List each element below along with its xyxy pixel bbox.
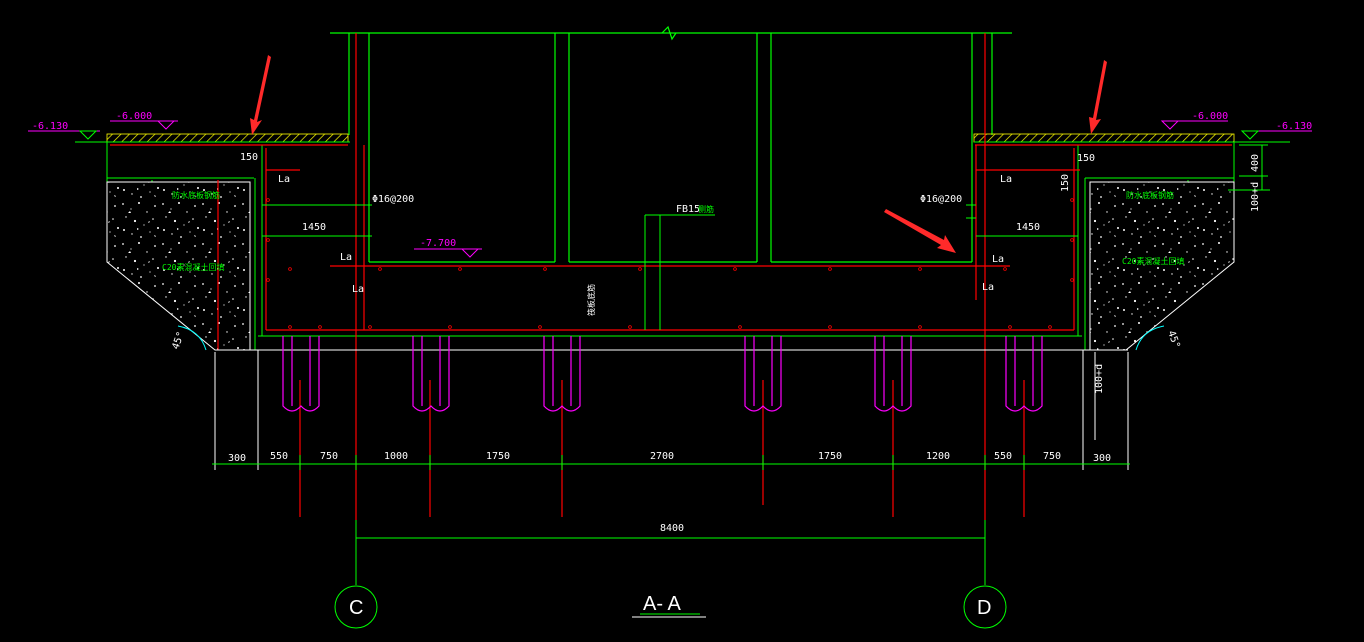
- slab-bottom: [214, 349, 1129, 470]
- la-label-1: La: [278, 174, 290, 185]
- elev-right-inner: -6.000: [1192, 111, 1228, 122]
- beam-suffix: 侧筋: [698, 204, 714, 214]
- red-arrows: [250, 55, 1107, 253]
- elev-bottom: -7.700: [420, 238, 456, 249]
- dim-150-left: 150: [240, 152, 258, 163]
- axis-bubble-c: C: [349, 597, 363, 619]
- rebar-left: Φ16@200: [372, 194, 414, 205]
- dim-150-vert: 150: [1060, 174, 1071, 192]
- dim-400-vert: 400: [1250, 154, 1261, 172]
- slab-note: 筏板底筋: [586, 284, 596, 316]
- beam-label: FB15: [676, 204, 700, 215]
- dim-bottom-3: 1000: [384, 451, 408, 462]
- dim-bottom-0: 300: [228, 453, 246, 464]
- dim-chain: [212, 455, 1130, 470]
- dim-bottom-5: 2700: [650, 451, 674, 462]
- la-label-5: La: [992, 254, 1004, 265]
- dim-100d-top: 100+d: [1250, 182, 1261, 212]
- piles: [282, 336, 1043, 412]
- la-label-4: La: [1000, 174, 1012, 185]
- dim-100d-bottom: 100+d: [1094, 364, 1105, 394]
- note-right: 防水底板钢筋: [1126, 190, 1174, 200]
- angle-right: 45°: [1165, 329, 1182, 350]
- slab-reinforcement: [110, 33, 1232, 520]
- rebar-right: Φ16@200: [920, 194, 962, 205]
- dim-bottom-10: 300: [1093, 453, 1111, 464]
- concrete-fill: [106, 181, 1235, 351]
- la-label-2: La: [340, 252, 352, 263]
- dim-150-right: 150: [1077, 153, 1095, 164]
- overall-dim: 8400: [660, 523, 684, 534]
- dim-bottom-9: 750: [1043, 451, 1061, 462]
- angle-left: 45°: [170, 330, 187, 351]
- leaders: [262, 144, 1270, 440]
- fill-right: C20素混凝土回填: [1122, 256, 1184, 266]
- upper-walls: [330, 25, 1012, 263]
- elev-left-inner: -6.000: [116, 111, 152, 122]
- ground-hatch: [106, 133, 1235, 143]
- elevation-markers: [28, 120, 1312, 258]
- dim-bottom-6: 1750: [818, 451, 842, 462]
- axis-bubble-d: D: [977, 597, 991, 619]
- la-label-6: La: [982, 282, 994, 293]
- dim-1450-left: 1450: [302, 222, 326, 233]
- angle-arcs: [177, 325, 1165, 351]
- la-label-3: La: [352, 284, 364, 295]
- rebar-dots: [266, 198, 1074, 329]
- fill-left: C20素混凝土回填: [162, 262, 224, 272]
- dim-bottom-4: 1750: [486, 451, 510, 462]
- dim-bottom-1: 550: [270, 451, 288, 462]
- elev-left-outer: -6.130: [32, 121, 68, 132]
- dim-bottom-8: 550: [994, 451, 1012, 462]
- dim-bottom-7: 1200: [926, 451, 950, 462]
- dim-bottom-2: 750: [320, 451, 338, 462]
- note-left: 防水底板钢筋: [172, 190, 220, 200]
- dim-1450-right: 1450: [1016, 222, 1040, 233]
- section-title: A- A: [643, 593, 681, 615]
- elev-right-outer: -6.130: [1276, 121, 1312, 132]
- grid-axes: [334, 520, 1007, 629]
